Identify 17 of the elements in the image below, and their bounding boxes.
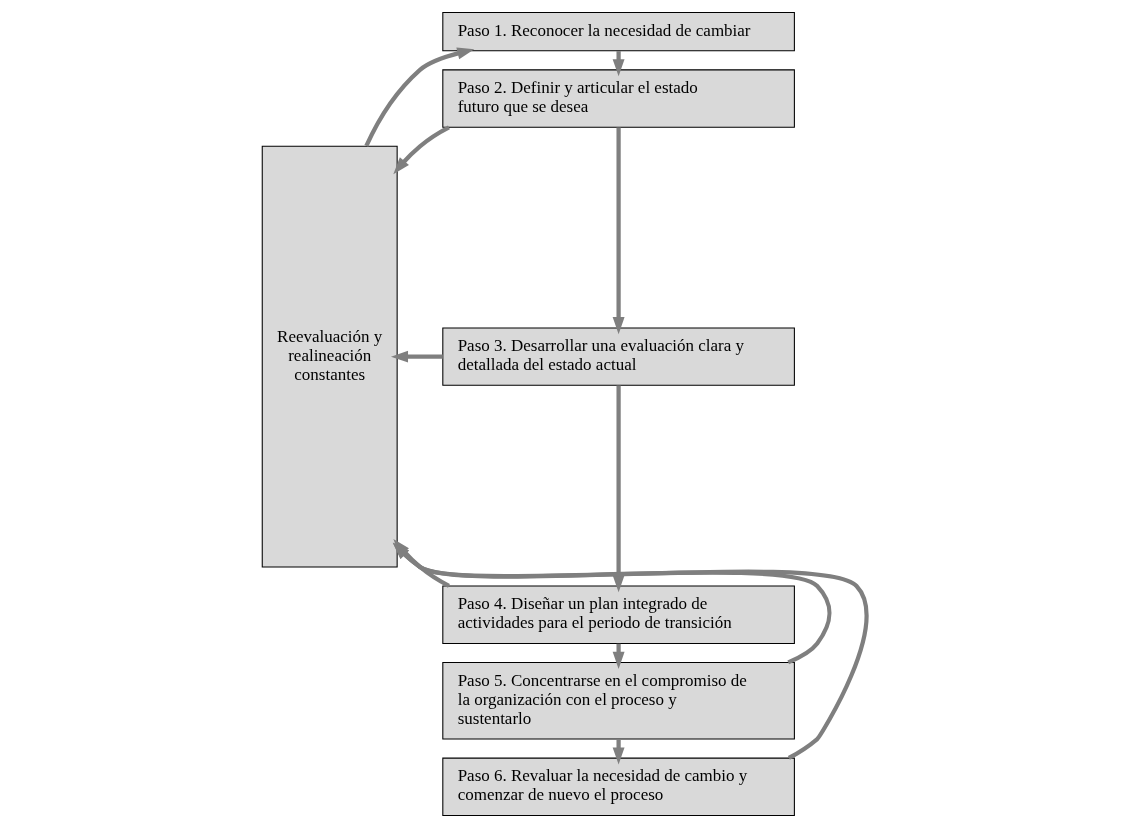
arrow [612,51,625,77]
arrow [612,127,625,335]
node-box: Paso 5. Concentrarse en el compromiso de la organización con el proceso y sustentarlo [441,662,795,740]
arrow [392,542,832,665]
arrow [392,542,868,760]
arrow [612,739,625,765]
node-box: Paso 4. Diseñar un plan integrado de actividades para el periodo de transición [441,585,795,644]
node-box: Paso 2. Definir y articular el estado futuro que se desea [441,69,795,128]
arrow [390,350,443,363]
arrow [392,125,450,175]
arrow [612,385,625,593]
node-box: Paso 1. Reconocer la necesidad de cambiar [441,12,795,52]
arrow [612,643,625,669]
arrow [363,47,474,147]
node-box: Paso 6. Revaluar la necesidad de cambio y comenzar de nuevo el proceso [441,757,795,816]
node-box: Paso 3. Desarrollar una evaluación clara y detallada del estado actual [441,327,795,386]
node-box: Reevaluación y realineación constantes [261,145,398,568]
